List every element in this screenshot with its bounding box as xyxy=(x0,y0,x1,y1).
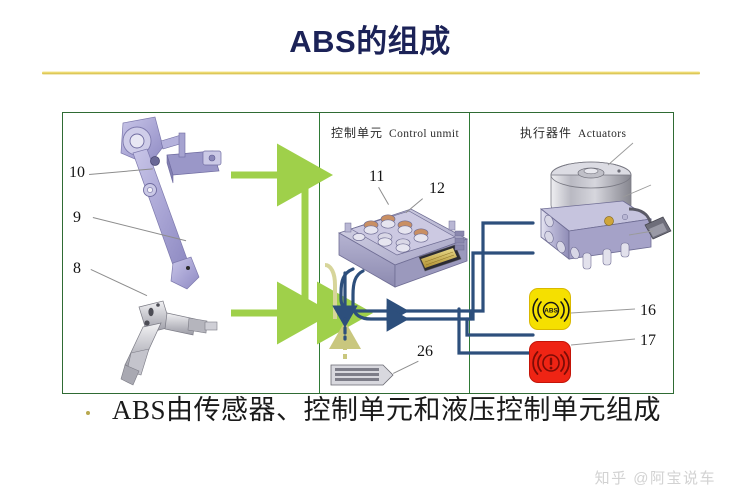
callout-11: 11 xyxy=(369,168,385,185)
ecu-module xyxy=(338,208,468,288)
callout-17: 17 xyxy=(640,332,656,349)
brake-pedal-assembly xyxy=(120,116,222,290)
bullet-block: ABS由传感器、控制单元和液压控制单元组成 xyxy=(86,394,706,427)
wheel-speed-sensor xyxy=(120,300,218,386)
abs-lamp-glyph: ABS xyxy=(532,298,570,322)
brake-lamp-glyph xyxy=(532,351,570,375)
panel-header-control-unit: 控制单元 Control unmit xyxy=(331,124,459,141)
panel-header-actuators: 执行器件 Actuators xyxy=(520,124,626,141)
callout-16: 16 xyxy=(640,302,656,319)
bullet-text: ABS由传感器、控制单元和液压控制单元组成 xyxy=(112,395,662,425)
bullet-marker xyxy=(86,411,90,415)
hydraulic-power-unit xyxy=(539,161,672,270)
callout-8: 8 xyxy=(73,260,81,277)
wiring-connector xyxy=(330,364,394,386)
panel-header-control-unit-en: Control unmit xyxy=(389,128,460,140)
svg-text:ABS: ABS xyxy=(544,308,558,315)
brake-warning-lamp xyxy=(529,341,571,383)
diagram-artwork xyxy=(120,116,672,386)
callout-9: 9 xyxy=(73,209,81,226)
leader-line-10 xyxy=(89,168,153,175)
panel-header-control-unit-cn: 控制单元 xyxy=(331,126,384,140)
title-divider xyxy=(42,71,700,75)
abs-system-diagram: 控制单元 Control unmit 执行器件 Actuators xyxy=(62,112,674,394)
panel-divider-sensors-control xyxy=(319,113,320,393)
leader-line-8 xyxy=(90,269,148,297)
power-feed-line xyxy=(324,263,337,319)
callout-12: 12 xyxy=(429,180,445,197)
leader-line-12 xyxy=(405,198,423,214)
watermark: 知乎 @阿宝说车 xyxy=(594,470,716,487)
leader-line-11 xyxy=(378,187,389,205)
panel-divider-control-actuators xyxy=(469,113,470,393)
abs-warning-lamp: ABS xyxy=(529,288,571,330)
sensor-signal-arrows xyxy=(231,143,373,345)
panel-header-actuators-en: Actuators xyxy=(578,128,627,140)
leader-line-26 xyxy=(393,360,419,374)
callout-26: 26 xyxy=(417,343,433,360)
leader-line-9 xyxy=(92,217,187,242)
control-signal-lines xyxy=(332,221,535,355)
page-title: ABS的组成 xyxy=(289,24,451,59)
panel-header-actuators-cn: 执行器件 xyxy=(520,126,573,140)
callout-10: 10 xyxy=(69,164,85,181)
